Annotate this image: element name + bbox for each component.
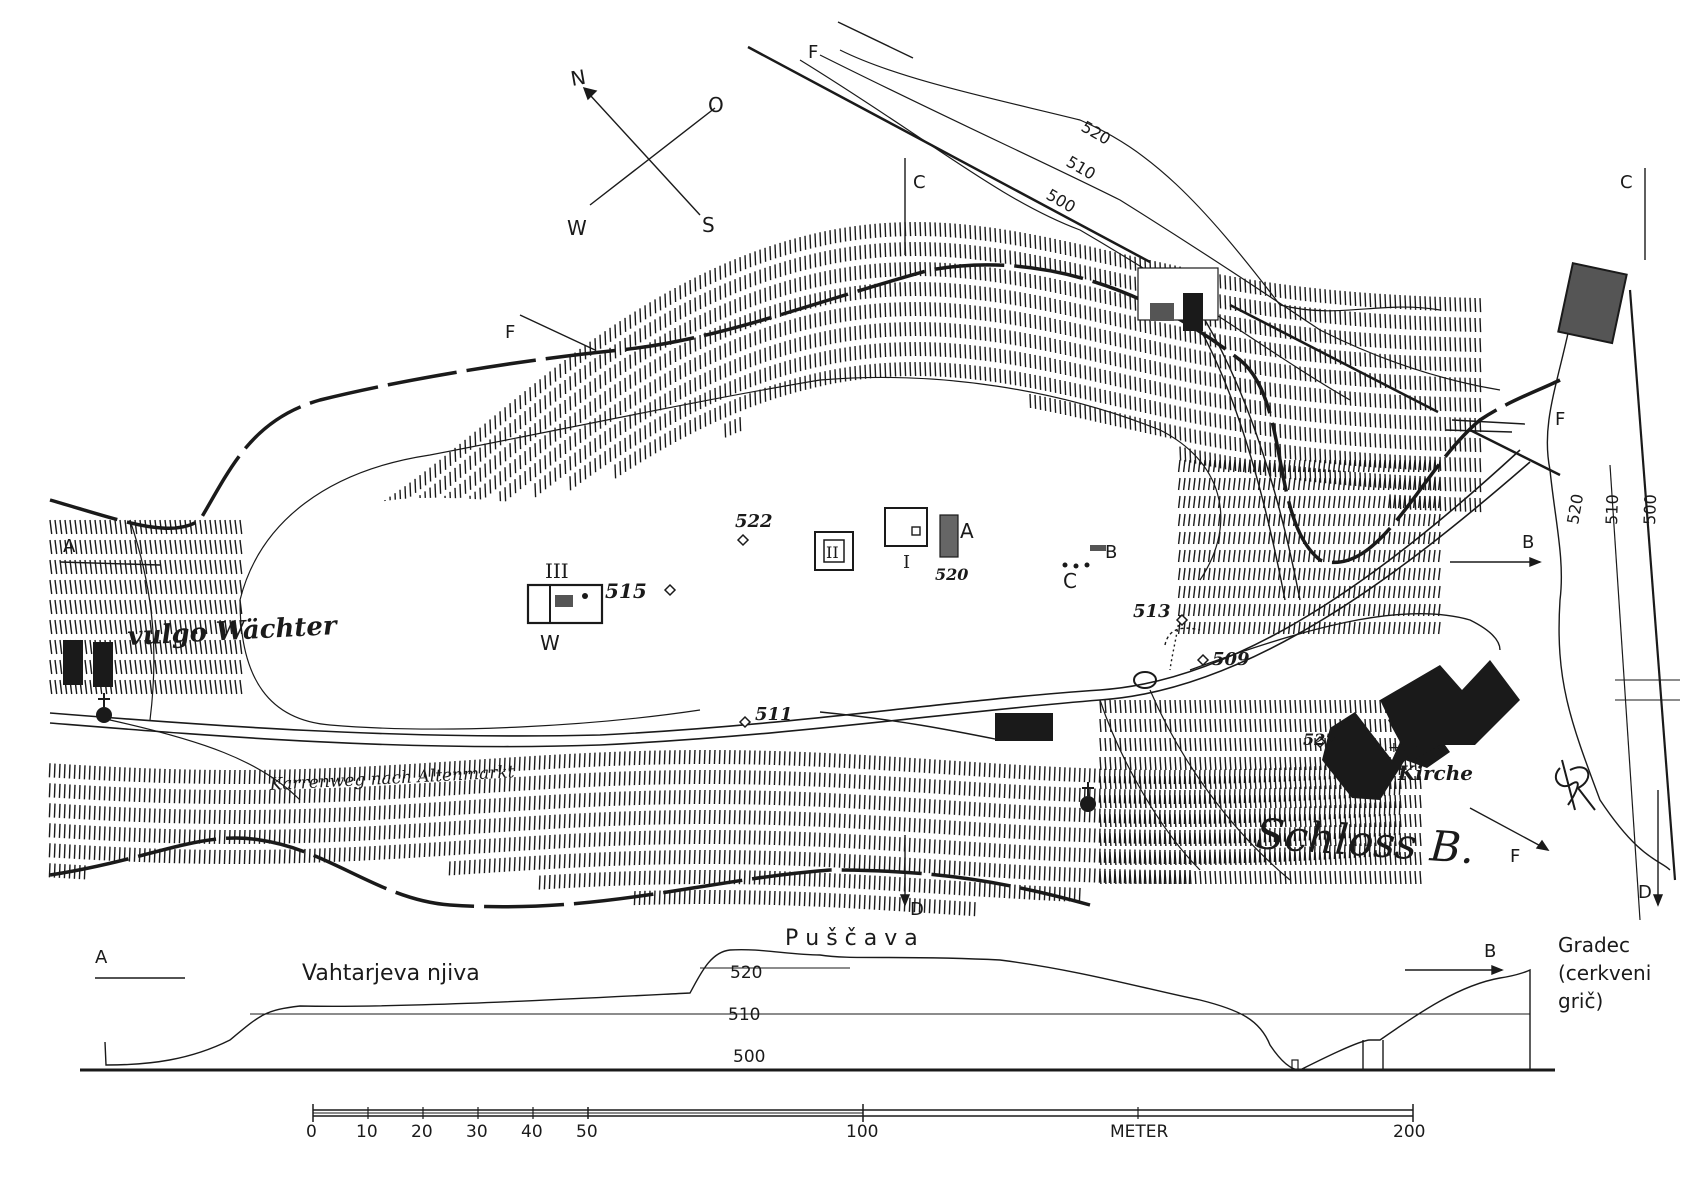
scale-tick-30: 30 (466, 1122, 488, 1142)
label-ruin-W: W (540, 631, 560, 655)
castle-ruins (526, 507, 1201, 689)
section-arrows (59, 21, 1664, 979)
section-F-west: F (505, 322, 515, 343)
scale-tick-20: 20 (411, 1122, 433, 1142)
elevation-527: 527 (1303, 730, 1336, 749)
contour-520-side: 520 (1563, 492, 1587, 525)
label-gradec-1: Gradec (1558, 933, 1630, 957)
monogram-icon (1554, 759, 1596, 811)
label-gradec-2: (cerkveni (1558, 961, 1651, 985)
gradec-side-profile (1546, 289, 1680, 921)
profile-level-510: 510 (728, 1005, 760, 1025)
label-ruin-B: B (1105, 542, 1117, 563)
scale-bar (312, 1104, 1414, 1122)
roads (49, 319, 1531, 748)
label-ruin-II: II (826, 543, 839, 562)
label-puscava: P u š č a v a (785, 926, 918, 951)
profile-A: A (95, 947, 108, 968)
scale-tick-50: 50 (576, 1122, 598, 1142)
plateau-west (264, 497, 692, 716)
section-B-east: B (1522, 532, 1534, 553)
contour-500-top: 500 (1043, 185, 1079, 217)
ruin-II (814, 531, 854, 571)
contour-510-side: 510 (1602, 494, 1622, 525)
well (1133, 671, 1157, 689)
scale-tick-100: 100 (846, 1122, 878, 1142)
section-D-east: D (1638, 882, 1652, 903)
compass-rose (582, 87, 716, 216)
section-C-north: C (913, 172, 926, 193)
height-points (663, 533, 1327, 749)
profile-level-500: 500 (733, 1047, 765, 1067)
ruin-A-tower (939, 514, 959, 558)
dashed-contour (49, 263, 1561, 564)
compass-north: N (569, 65, 588, 91)
compass-west: W (567, 216, 587, 240)
building-wachter-2 (93, 642, 113, 687)
section-A-west: A (63, 536, 76, 557)
building-road (995, 713, 1053, 741)
terrain-profile (80, 948, 1555, 1072)
scale-tick-200: 200 (1393, 1122, 1425, 1142)
profile-B: B (1484, 941, 1496, 962)
label-ruin-III: III (545, 559, 569, 583)
buildings (63, 267, 1520, 800)
gradec-tower (1557, 261, 1628, 345)
section-F-east: F (1555, 409, 1565, 430)
label-schloss: Schloss B. (1254, 809, 1476, 873)
building-ef-black (1183, 293, 1203, 331)
scale-tick-40: 40 (521, 1122, 543, 1142)
contour-lines (109, 376, 1291, 881)
scale-labels: 0 10 20 30 40 50 100 METER 200 (306, 1122, 1425, 1142)
label-ruin-A: A (960, 519, 974, 543)
ruin-I (884, 507, 928, 547)
label-kirche: Kirche (1397, 761, 1473, 785)
elevation-509: 509 (1212, 649, 1250, 670)
compass-south: S (702, 213, 715, 237)
section-F-north: F (808, 42, 818, 63)
elevation-513: 513 (1133, 601, 1171, 622)
scale-unit: METER (1110, 1122, 1169, 1142)
elevation-520: 520 (935, 565, 968, 584)
profile-level-520: 520 (730, 963, 762, 983)
wayside-crosses: +++ (96, 693, 1444, 812)
section-C-east: C (1620, 172, 1633, 193)
label-ruin-C: C (1063, 569, 1077, 593)
label-gradec-3: grič) (1558, 989, 1603, 1013)
cross-south (1080, 782, 1096, 812)
compass-east: O (708, 93, 724, 117)
elevation-522: 522 (735, 511, 773, 532)
building-ef-hatched (1150, 303, 1174, 321)
cross-west (96, 693, 112, 723)
section-D-south: D (910, 899, 924, 920)
label-ruin-I: I (903, 552, 910, 573)
elevation-511: 511 (755, 704, 793, 725)
ridge-slope-lines (747, 45, 1561, 477)
label-road: Karrenweg nach Altenmarkt (268, 762, 515, 795)
elevation-515: 515 (605, 579, 647, 603)
scale-tick-0: 0 (306, 1122, 317, 1142)
scale-tick-10: 10 (356, 1122, 378, 1142)
dashed-contour-south (49, 836, 1091, 909)
building-schloss (1380, 660, 1520, 762)
contour-500-side: 500 (1640, 494, 1660, 525)
contour-510-top: 510 (1063, 152, 1099, 184)
label-vahtarjeva-njiva: Vahtarjeva njiva (302, 961, 480, 986)
building-wachter-1 (63, 640, 83, 685)
section-F-south: F (1510, 846, 1520, 867)
